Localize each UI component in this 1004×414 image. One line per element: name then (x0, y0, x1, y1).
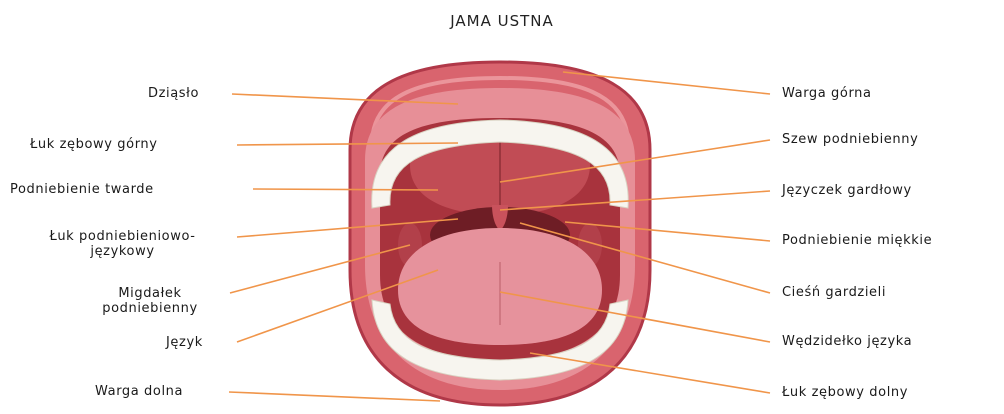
leader-luk-dolny (530, 353, 770, 393)
leader-warga-gorna (563, 72, 770, 94)
leader-jezyk (237, 270, 438, 342)
label-podniebienie-miekkie: Podniebienie miękkie (782, 233, 932, 248)
leader-szew (500, 140, 770, 182)
leader-wedzidelko (500, 292, 770, 342)
label-migdalek-line1: Migdałek (65, 286, 235, 301)
leader-ciesn (520, 223, 770, 293)
label-wedzidelko-jezyka: Wędzidełko języka (782, 334, 912, 349)
leader-migdalek (230, 245, 410, 293)
label-warga-gorna: Warga górna (782, 86, 872, 101)
label-warga-dolna: Warga dolna (95, 384, 183, 399)
label-jezyczek-gardlowy: Języczek gardłowy (782, 183, 912, 198)
label-dziaslo: Dziąsło (148, 86, 199, 101)
label-migdalek-line2: podniebienny (65, 301, 235, 316)
label-luk-zebowy-dolny: Łuk zębowy dolny (782, 385, 908, 400)
leader-warga-dolna (229, 392, 440, 401)
label-luk-zebowy-gorny: Łuk zębowy górny (30, 137, 158, 152)
label-podniebienie-twarde: Podniebienie twarde (10, 182, 154, 197)
leader-podniebienie-twarde (253, 189, 438, 190)
label-migdalek-podniebienny: Migdałek podniebienny (65, 286, 235, 316)
leader-luk-gorny (237, 143, 458, 145)
label-szew-podniebienny: Szew podniebienny (782, 132, 918, 147)
label-jezyk: Język (166, 335, 203, 350)
leader-luk-pj (237, 219, 458, 237)
leader-dziaslo (232, 94, 458, 104)
label-luk-podniebieniowo-jezykowy: Łuk podniebieniowo- językowy (10, 229, 235, 259)
label-ciesn-gardzieli: Cieśń gardzieli (782, 285, 886, 300)
leader-jezyczek (500, 191, 770, 210)
leader-podniebienie-miekkie (565, 222, 770, 241)
label-luk-pj-line1: Łuk podniebieniowo- (10, 229, 235, 244)
label-luk-pj-line2: językowy (10, 244, 235, 259)
